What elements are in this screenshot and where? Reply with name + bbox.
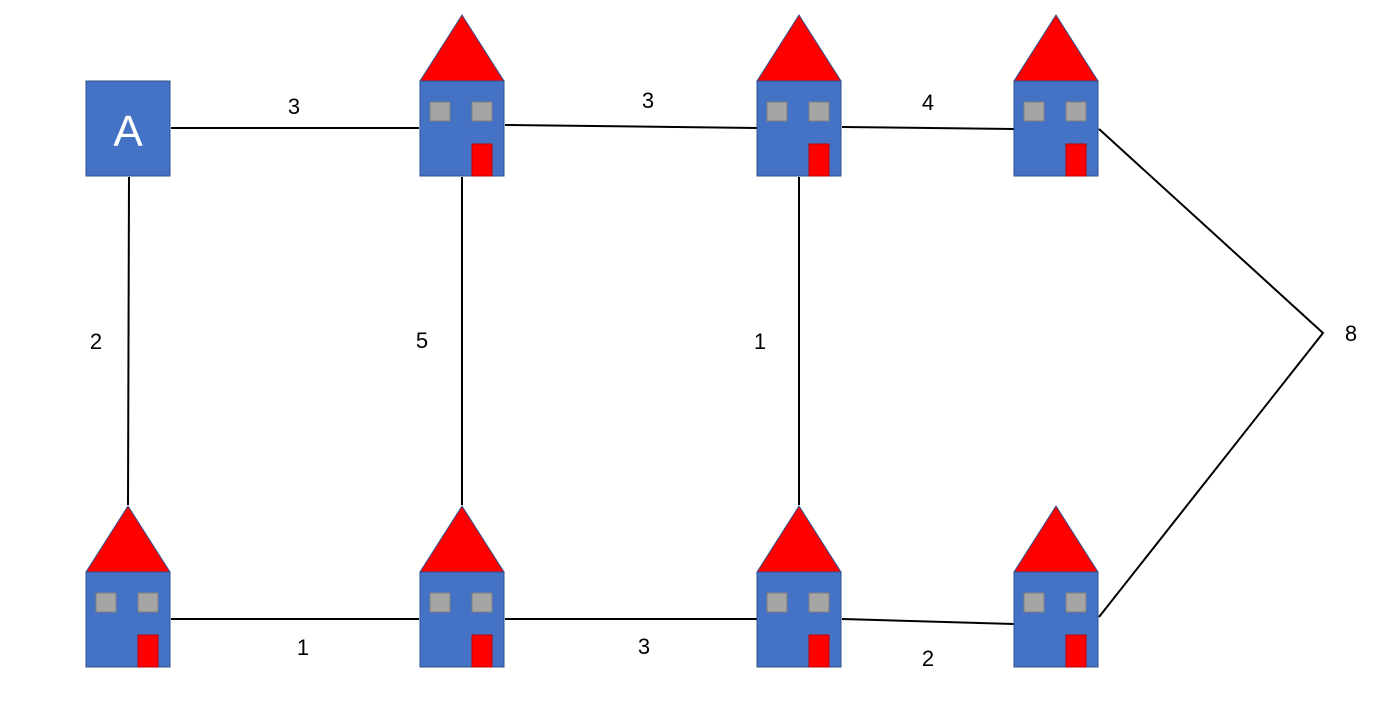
house-roof xyxy=(85,505,171,573)
start-node: A xyxy=(85,80,171,177)
edges xyxy=(127,124,1325,625)
house-icon xyxy=(756,14,842,177)
house-roof xyxy=(419,505,505,573)
edge-house-top3-house-bottom4 xyxy=(1098,128,1325,618)
house-icon xyxy=(1013,14,1099,177)
house-door xyxy=(471,143,493,177)
start-node-square xyxy=(85,80,171,177)
edge-weights: 3 3 4 2 5 1 1 3 2 8 xyxy=(90,88,1357,671)
house-roof xyxy=(1013,14,1099,82)
weight-right-connector: 8 xyxy=(1345,321,1357,346)
weight-top-h2-h3: 4 xyxy=(922,90,934,115)
edge-house-top1-house-top2 xyxy=(504,124,758,129)
house-door xyxy=(808,143,830,177)
house-window xyxy=(137,592,159,613)
house-door xyxy=(808,634,830,668)
edge-house-top2-house-top3 xyxy=(841,126,1015,130)
house-window xyxy=(95,592,117,613)
house-door xyxy=(137,634,159,668)
house-window xyxy=(1065,592,1087,613)
house-window xyxy=(808,592,830,613)
house-icon xyxy=(1013,505,1099,668)
weight-bottom-3: 2 xyxy=(922,646,934,671)
house-window xyxy=(429,592,451,613)
start-node-label: A xyxy=(113,107,143,156)
edge-a-house-bottom1 xyxy=(127,176,130,506)
house-window xyxy=(1023,592,1045,613)
weight-mid-vertical-2: 1 xyxy=(754,329,766,354)
weight-mid-vertical-1: 5 xyxy=(416,328,428,353)
house-icon xyxy=(419,14,505,177)
house-window xyxy=(471,101,493,122)
house-roof xyxy=(756,14,842,82)
house-icon xyxy=(419,505,505,668)
house-roof xyxy=(1013,505,1099,573)
edge-house-bottom3-house-bottom4 xyxy=(841,618,1015,625)
house-window xyxy=(471,592,493,613)
weight-top-a-h1: 3 xyxy=(288,94,300,119)
house-window xyxy=(766,101,788,122)
house-roof xyxy=(756,505,842,573)
house-window xyxy=(1065,101,1087,122)
weight-bottom-1: 1 xyxy=(297,635,309,660)
weight-left-vertical: 2 xyxy=(90,329,102,354)
weight-bottom-2: 3 xyxy=(638,634,650,659)
house-door xyxy=(471,634,493,668)
house-window xyxy=(429,101,451,122)
house-window xyxy=(1023,101,1045,122)
house-icon xyxy=(756,505,842,668)
house-roof xyxy=(419,14,505,82)
weight-top-h1-h2: 3 xyxy=(642,88,654,113)
house-door xyxy=(1065,634,1087,668)
house-window xyxy=(808,101,830,122)
house-door xyxy=(1065,143,1087,177)
house-window xyxy=(766,592,788,613)
house-icon xyxy=(85,505,171,668)
